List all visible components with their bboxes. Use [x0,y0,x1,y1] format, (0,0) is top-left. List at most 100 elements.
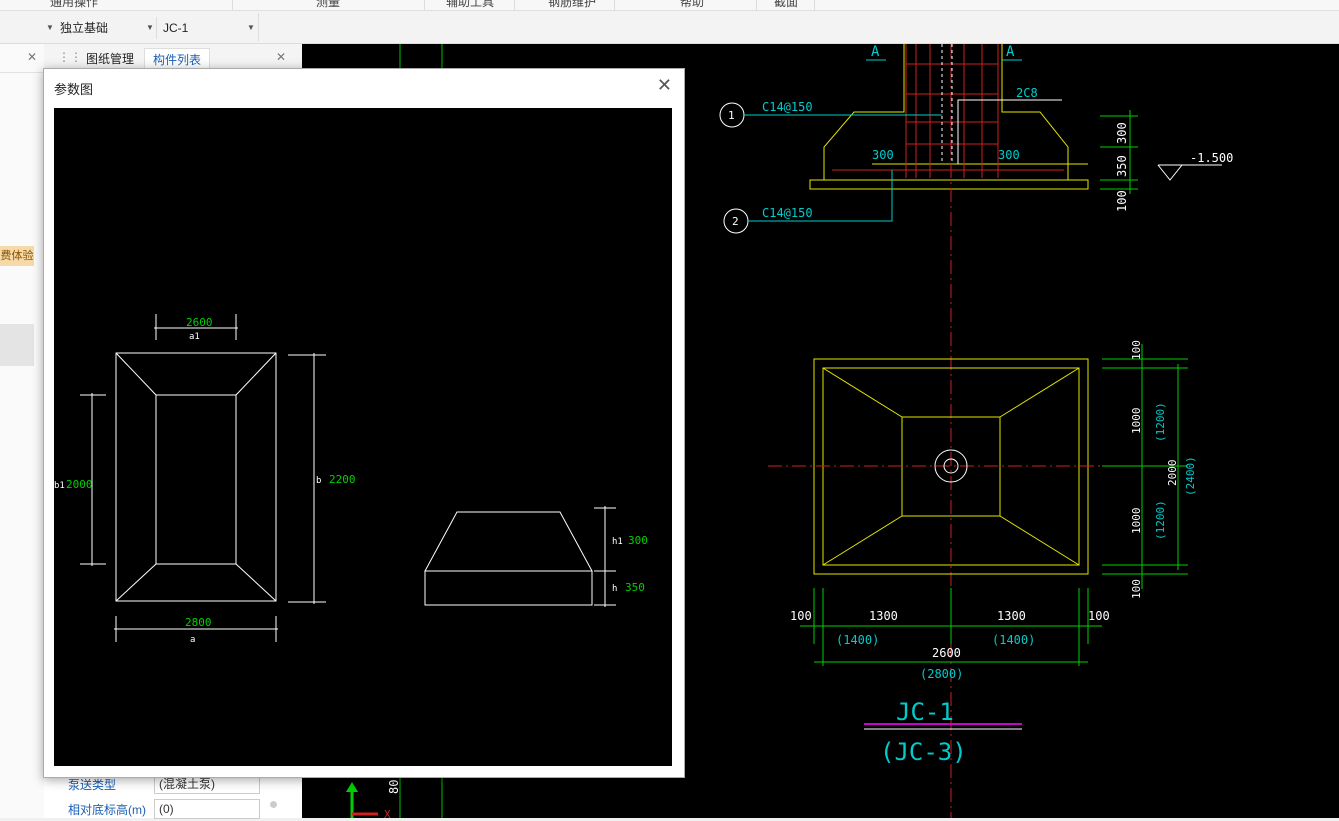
component-value: JC-1 [163,21,189,35]
menu-rebar-maintenance[interactable]: 钢筋维护 [548,0,597,9]
menu-separator [232,0,233,10]
section-mark-right: A [1006,44,1015,60]
footing-right-slope [1001,44,1069,180]
dim-plan-1200-top: (1200) [1154,402,1167,442]
close-icon[interactable]: ✕ [27,50,38,64]
elevation-marker-icon [1157,164,1184,181]
dim-300-left: 300 [872,148,894,162]
prop-label-relative-bottom-elevation: 相对底标高(m) [68,803,146,817]
h1-value: 300 [628,534,648,547]
chevron-down-icon: ▼ [146,23,154,32]
b-value: 2200 [329,473,356,486]
category-dropdown[interactable]: ▼ 独立基础 ▼ [44,17,154,39]
b1-label: b1 [54,481,65,491]
dim-v-100: 100 [1115,190,1129,212]
menu-section[interactable]: 截面 [774,0,799,9]
trial-badge[interactable]: 费体验 [0,246,34,266]
plan-slope-line [115,563,157,602]
dim-v-350: 350 [1115,155,1129,177]
dim-plan-2400: (2400) [1184,456,1197,496]
callout-number-1: 1 [728,109,735,122]
plan-hip-line [999,515,1080,566]
plan-slope-line [115,352,157,396]
menu-separator [614,0,615,10]
dim-plan-2000: 2000 [1166,460,1179,487]
tab-components[interactable]: 构件列表 [144,48,211,71]
prop-value-relative-bottom-elevation[interactable]: (0) [154,799,260,819]
footing-name-main: JC-1 [896,698,954,726]
column-rebar-label: 2C8 [1016,86,1038,100]
plan-hip-line [822,367,903,418]
plan-outer-outline [115,352,277,602]
footing-name-alt: (JC-3) [880,738,967,766]
ucs-x-label: X [384,808,391,818]
chevron-down-icon: ▼ [46,23,54,32]
chevron-down-icon: ▼ [247,23,255,32]
a-value: 2800 [185,616,212,629]
component-dropdown[interactable]: JC-1 ▼ [156,17,257,39]
axis-tick-label: 80 [387,780,401,794]
h-value: 350 [625,581,645,594]
section-base-outline [424,570,593,606]
dim-plan-1200-bottom: (1200) [1154,500,1167,540]
leader-line [957,99,1062,164]
plan-slope-line [235,352,277,396]
menu-separator [756,0,757,10]
tab-drawings[interactable]: 图纸管理 [86,52,135,66]
menu-bar: 通用操作 测量 辅助工具 钢筋维护 帮助 截面 [0,0,1339,11]
close-icon[interactable]: ✕ [656,75,672,95]
category-value: 独立基础 [60,21,109,35]
column-circle-inner [943,458,959,474]
a-label: a [190,635,195,645]
b-label: b [316,476,321,486]
menu-aux-tools[interactable]: 辅助工具 [446,0,495,9]
left-panel: ✕ 费体验 [0,44,45,818]
a1-label: a1 [189,332,200,342]
a1-value: 2600 [186,316,213,329]
parameter-diagram-canvas: 2600 a1 2800 a b1 2000 b 2200 [54,108,672,766]
menu-separator [424,0,425,10]
menu-measure[interactable]: 测量 [316,0,341,9]
footing-base-plate [809,179,1089,190]
drag-handle-icon[interactable]: ⋮⋮ [58,50,82,64]
toolbar: ▼ 独立基础 ▼ JC-1 ▼ [0,11,1339,44]
dim-plan-2800: (2800) [920,667,963,681]
plan-inner-outline [155,394,237,565]
section-slope-outline [424,511,593,572]
leader-line [748,170,893,222]
footing-left-slope [823,44,905,180]
parameter-diagram-dialog: 参数图 ✕ 2600 a1 2800 a b1 2000 [43,68,685,778]
callout-text-1: C14@150 [762,100,813,114]
dim-plan-2600: 2600 [932,646,961,660]
parameter-diagram: 2600 a1 2800 a b1 2000 b 2200 [54,314,648,645]
callout-text-2: C14@150 [762,206,813,220]
dim-plan-1300-left: 1300 [869,609,898,623]
dim-plan-1300-right: 1300 [997,609,1026,623]
prop-label-pump-type: 泵送类型 [68,778,117,792]
ucs-y-arrow-icon [346,782,358,792]
menu-help[interactable]: 帮助 [680,0,705,9]
elevation-label: -1.500 [1190,151,1233,165]
column-circle-outer [934,449,968,483]
plan-hip-line [822,515,903,566]
selected-item-highlight[interactable] [0,324,34,366]
dim-plan-100-right: 100 [1088,609,1110,623]
h1-label: h1 [612,537,623,547]
left-panel-header: ✕ [0,44,44,73]
b1-value: 2000 [66,478,93,491]
property-dot-icon[interactable] [270,801,277,808]
menu-separator [814,0,815,10]
dim-plan-1400-left: (1400) [836,633,879,647]
dim-300-right: 300 [998,148,1020,162]
plan-slope-line [235,563,277,602]
dim-plan-100-bottom: 100 [1130,579,1143,599]
close-icon[interactable]: ✕ [276,50,287,64]
toolbar-separator [258,13,259,41]
plan-hip-line [999,367,1080,418]
h-label: h [612,584,617,594]
dialog-title: 参数图 [54,82,94,97]
menu-separator [514,0,515,10]
section-mark-left: A [871,44,880,60]
dim-plan-100-left: 100 [790,609,812,623]
menu-general-ops[interactable]: 通用操作 [50,0,99,9]
